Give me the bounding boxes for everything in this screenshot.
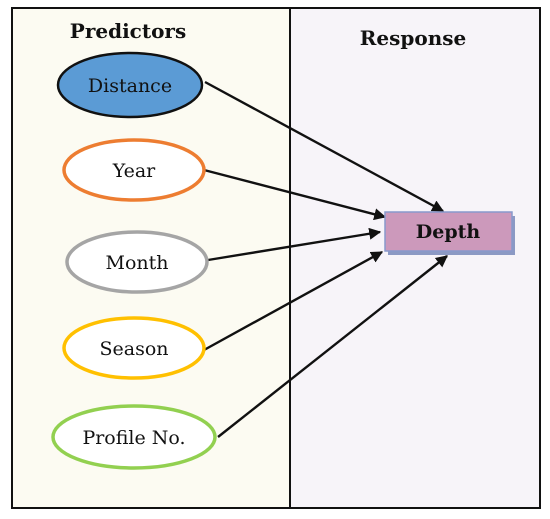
response-node-depth: Depth [384,211,515,255]
predictor-node-profile-no: Profile No. [51,404,217,470]
response-label: Depth [416,221,481,243]
predictor-label-month: Month [105,252,168,274]
predictor-label-year: Year [112,160,156,182]
predictor-label-distance: Distance [88,75,172,97]
arrow-profile-no-to-depth [217,255,448,438]
arrows-layer [203,80,448,438]
predictor-node-year: Year [62,138,206,202]
predictor-ellipse-month [65,230,209,294]
predictor-node-month: Month [65,230,209,294]
predictor-ellipse-profile-no [51,404,217,470]
response-panel [289,7,541,509]
predictor-ellipse-year [62,138,206,202]
predictor-label-profile-no: Profile No. [82,427,185,449]
response-panel-title: Response [360,26,466,50]
predictor-node-distance: Distance [56,51,204,119]
predictor-ellipse-season [62,316,206,380]
arrow-month-to-depth [207,227,382,262]
arrow-year-to-depth [203,168,387,221]
predictor-label-season: Season [99,338,168,360]
predictors-panel-title: Predictors [70,19,186,43]
arrow-season-to-depth [203,250,384,352]
arrow-distance-to-depth [204,80,445,213]
predictor-node-season: Season [62,316,206,380]
predictor-ellipse-distance [56,51,204,119]
response-box [384,211,513,252]
